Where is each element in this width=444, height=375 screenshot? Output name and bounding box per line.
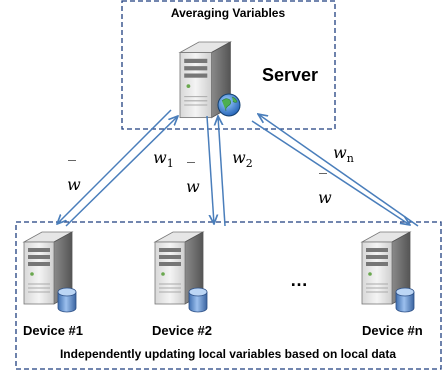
device-1-database-icon	[57, 287, 77, 313]
label-w-bar-1: ‾ w	[67, 157, 81, 194]
device-2-database-icon	[188, 287, 208, 313]
label-w-1: w1	[153, 148, 174, 170]
arrow-device-n-to-server	[258, 114, 419, 227]
communication-arrows	[57, 109, 419, 227]
arrow-server-to-device-2	[206, 115, 214, 224]
server-label: Server	[262, 65, 318, 85]
label-w-n: wn	[333, 143, 354, 165]
globe-icon	[217, 93, 241, 117]
server-box-title: Averaging Variables	[171, 6, 286, 20]
svg-text:w: w	[67, 175, 81, 194]
svg-text:w1: w1	[153, 148, 174, 170]
svg-text:‾: ‾	[319, 170, 327, 189]
arrow-server-to-device-n	[251, 120, 410, 225]
svg-text:‾: ‾	[187, 159, 195, 178]
label-w-2: w2	[232, 148, 253, 170]
label-w-bar-n: ‾ w	[318, 170, 332, 207]
svg-text:w: w	[186, 177, 200, 196]
svg-text:w: w	[318, 188, 332, 207]
device-2-label: Device #2	[152, 323, 212, 338]
svg-text:‾: ‾	[68, 157, 76, 176]
arrow-device-1-to-server	[65, 116, 178, 227]
device-1-label: Device #1	[23, 323, 83, 338]
server-group-box	[121, 0, 336, 130]
arrow-server-to-device-1	[57, 109, 172, 224]
devices-caption: Independently updating local variables b…	[60, 347, 396, 361]
svg-text:wn: wn	[333, 143, 354, 165]
arrow-device-2-to-server	[218, 116, 226, 227]
ellipsis: …	[290, 270, 308, 290]
label-w-bar-2: ‾ w	[186, 159, 200, 196]
device-n-label: Device #n	[362, 323, 423, 338]
devices-group-box	[15, 221, 442, 370]
svg-text:w2: w2	[232, 148, 253, 170]
device-n-database-icon	[395, 287, 415, 313]
